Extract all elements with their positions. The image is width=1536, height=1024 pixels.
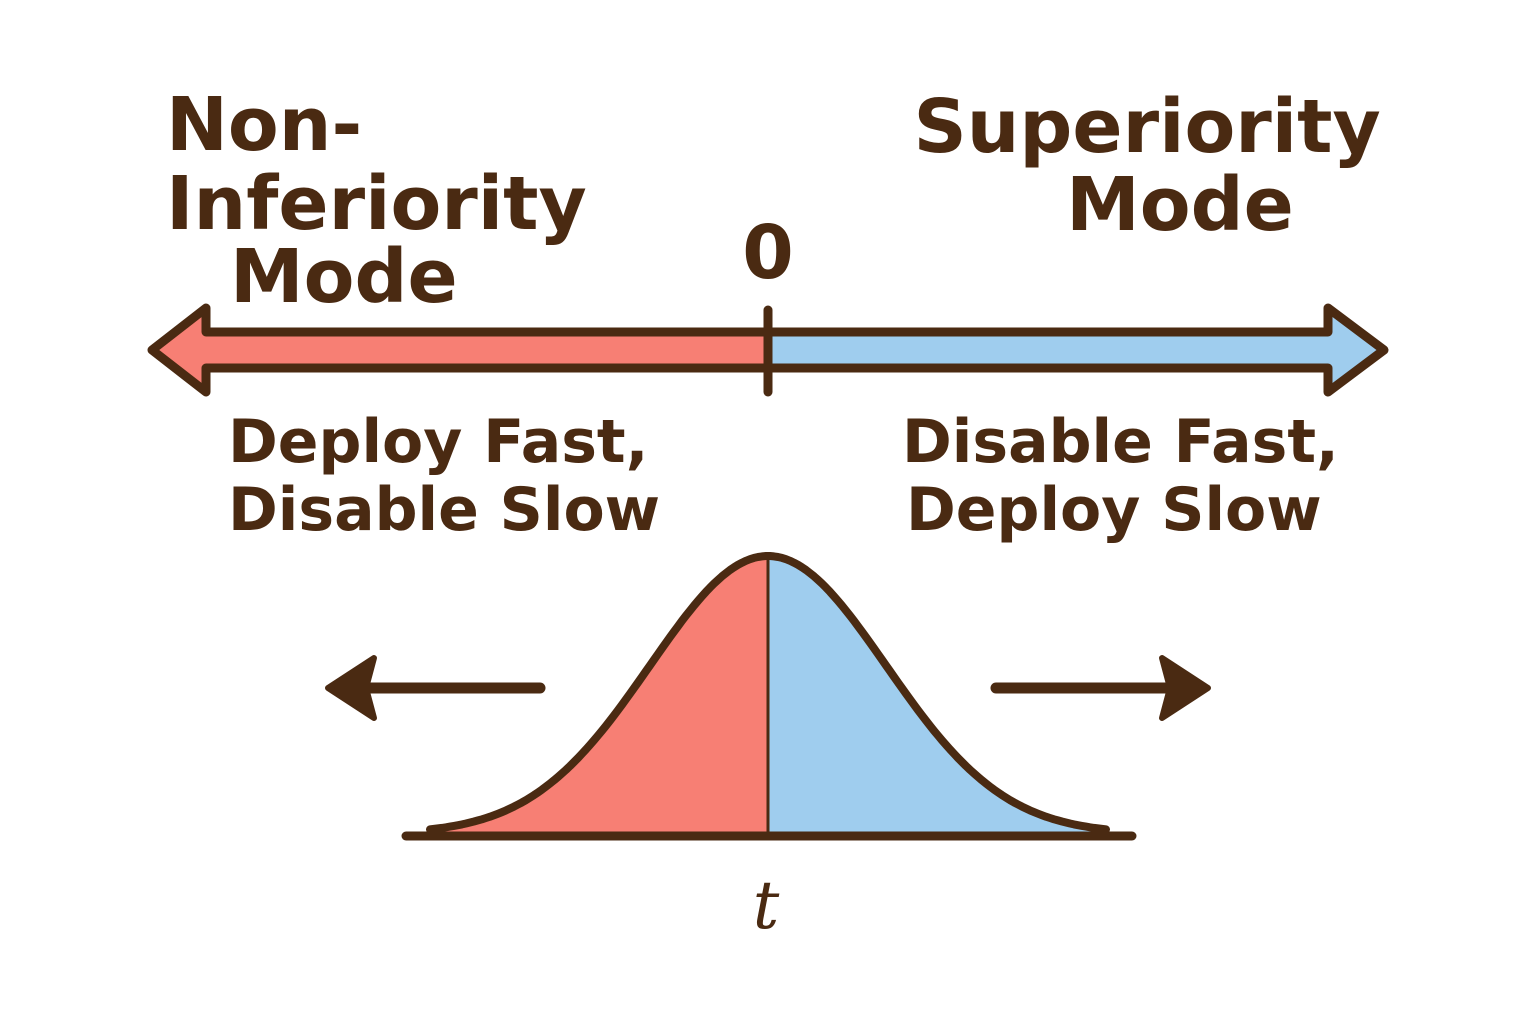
superiority-line-2: Mode [1066,162,1294,248]
left-behavior-line-1: Deploy Fast, [228,407,648,477]
distribution-left-area [430,556,768,834]
shift-left-arrow [325,655,546,721]
non-inferiority-behavior: Deploy Fast, Disable Slow [228,407,669,545]
left-behavior-line-2: Disable Slow [228,475,660,545]
superiority-mode-title: Superiority Mode [913,84,1406,248]
shift-right-arrow [990,655,1211,721]
right-arrow-half [763,303,1389,397]
non-inferiority-line-1: Non- [166,82,362,168]
left-arrow-half [147,303,773,397]
non-inferiority-mode-title: Non- Inferiority Mode [166,82,613,320]
right-behavior-line-1: Disable Fast, [902,407,1339,477]
distribution-right-area [768,556,1106,834]
distribution-curve [426,552,1110,834]
non-inferiority-line-2: Inferiority [166,161,587,247]
superiority-line-1: Superiority [913,84,1380,170]
superiority-behavior: Disable Fast, Deploy Slow [902,407,1360,545]
non-inferiority-line-3: Mode [230,234,458,320]
right-behavior-line-2: Deploy Slow [906,475,1322,545]
zero-label: 0 [742,210,794,296]
t-variable-label: t [753,867,780,944]
